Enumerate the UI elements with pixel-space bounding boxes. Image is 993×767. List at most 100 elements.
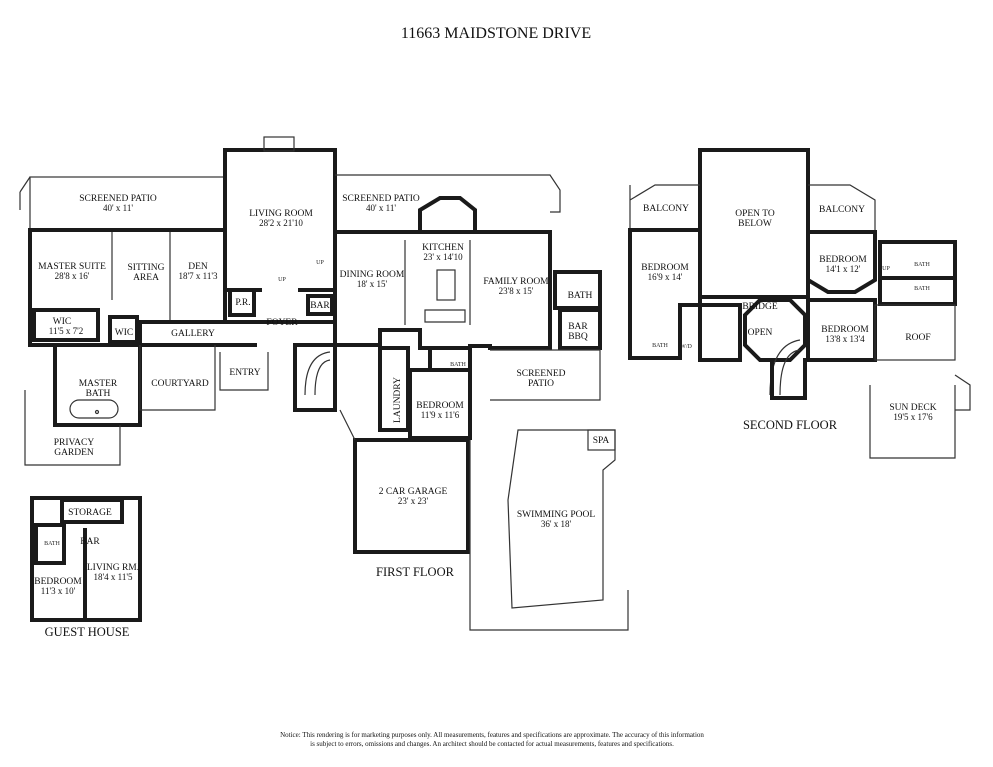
pool-deck-outline <box>469 440 629 631</box>
bedroom-2a-name: BEDROOM <box>641 263 689 273</box>
main-stair <box>293 343 337 412</box>
dining-room-dim: 18' x 15' <box>357 279 388 289</box>
kitchen-name: KITCHEN <box>422 243 464 253</box>
privacy-garden-name-2: GARDEN <box>54 448 94 458</box>
sun-deck-name: SUN DECK <box>889 403 936 413</box>
bath-first-right-walls <box>553 270 602 310</box>
entry-outline <box>219 352 269 391</box>
wic-small-walls <box>108 315 139 344</box>
stair-2-walls <box>770 358 807 400</box>
powder-room-walls <box>228 288 256 317</box>
pr-name: P.R. <box>235 298 250 308</box>
bath-2a-name: BATH <box>652 343 668 349</box>
screened-patio-left-name: SCREENED PATIO <box>79 194 157 204</box>
master-suite-walls <box>28 228 227 347</box>
screened-patio-left-dim: 40' x 11' <box>103 203 133 213</box>
wic-left-name: WIC <box>53 317 71 327</box>
kitchen-counter <box>424 309 466 323</box>
privacy-garden-name: PRIVACY <box>54 438 95 448</box>
family-room-name: FAMILY ROOM <box>483 277 549 287</box>
up-label-foyer: UP <box>278 277 286 283</box>
balcony-right-name: BALCONY <box>819 205 865 215</box>
living-room-dim: 28'2 x 21'10 <box>259 218 303 228</box>
privacy-garden-outline <box>24 390 121 466</box>
courtyard-outline <box>139 345 216 411</box>
bath-first-mid-name: BATH <box>450 362 466 368</box>
wd-label: W/D <box>680 344 692 350</box>
pool-name: SWIMMING POOL <box>517 510 596 520</box>
sun-deck-dim: 19'5 x 17'6 <box>893 412 933 422</box>
guest-house-plan <box>30 496 142 622</box>
bar-bbq-walls <box>558 308 602 350</box>
screened-patio-right-name: SCREENED <box>516 369 565 379</box>
bar-bbq-name-2: BBQ <box>568 332 588 342</box>
spa-name: SPA <box>593 436 610 446</box>
garage-name: 2 CAR GARAGE <box>379 487 448 497</box>
notice-line-2: is subject to errors, omissions and chan… <box>310 740 674 748</box>
screened-patio-right-name-2: PATIO <box>528 379 554 389</box>
den-name: DEN <box>188 262 208 272</box>
up-label-second: UP <box>882 266 890 272</box>
bath-2b-name: BATH <box>914 262 930 268</box>
storage-name: STORAGE <box>68 508 112 518</box>
screened-patio-mid-dim: 40' x 11' <box>366 203 396 213</box>
bedroom-2b-walls <box>806 230 877 294</box>
master-suite-dim: 28'8 x 16' <box>55 271 90 281</box>
bedroom-guest-dim: 11'3 x 10' <box>41 586 76 596</box>
wic-left-walls <box>32 308 100 342</box>
den-dim: 18'7 x 11'3 <box>179 271 218 281</box>
kitchen-dim: 23' x 14'10 <box>423 252 463 262</box>
bedroom-first-name: BEDROOM <box>416 401 464 411</box>
roof-name: ROOF <box>905 333 930 343</box>
kitchen-island <box>436 269 456 301</box>
wic-small-name: WIC <box>115 328 133 338</box>
foyer-name: FOYER <box>266 318 298 328</box>
baths-2bc-walls <box>878 240 957 306</box>
bath-first-right-name: BATH <box>568 291 593 301</box>
notice-line-1: Notice: This rendering is for marketing … <box>280 731 704 739</box>
master-bath-walls <box>53 343 142 427</box>
laundry-name: LAUNDRY <box>393 377 403 423</box>
balcony-left-name: BALCONY <box>643 204 689 214</box>
bedroom-2b-dim: 14'1 x 12' <box>826 264 861 274</box>
guest-house-label: GUEST HOUSE <box>45 625 130 639</box>
bar-first-walls <box>306 294 334 316</box>
open-stair-well <box>743 298 807 362</box>
wic-left-dim: 11'5 x 7'2 <box>49 326 83 336</box>
bath-2a-walls <box>698 303 742 362</box>
bedroom-first-dim: 11'9 x 11'6 <box>421 410 460 420</box>
living-guest-name: LIVING RM. <box>87 563 139 573</box>
bedroom-2c-name: BEDROOM <box>821 325 869 335</box>
sitting-area-name: SITTING <box>128 263 165 273</box>
living-room-name: LIVING ROOM <box>249 209 313 219</box>
bath-guest-name: BATH <box>44 541 60 547</box>
bedroom-2a-walls <box>628 228 702 360</box>
open-name: OPEN <box>748 328 773 338</box>
bath-2c-name: BATH <box>914 286 930 292</box>
bedroom-2b-name: BEDROOM <box>819 255 867 265</box>
screened-patio-right-outline <box>490 349 601 401</box>
entry-name: ENTRY <box>229 368 260 378</box>
first-floor-plan <box>19 136 629 631</box>
storage-walls <box>60 498 124 524</box>
plan-title: 11663 MAIDSTONE DRIVE <box>401 25 591 42</box>
courtyard-name: COURTYARD <box>151 379 209 389</box>
sitting-area-name-2: AREA <box>133 273 159 283</box>
garage-dim: 23' x 23' <box>398 496 429 506</box>
master-bath-name-2: BATH <box>86 389 111 399</box>
master-bath-name: MASTER <box>79 379 118 389</box>
pool-dim: 36' x 18' <box>541 519 572 529</box>
living-guest-dim: 18'4 x 11'5 <box>94 572 133 582</box>
master-suite-name: MASTER SUITE <box>38 262 106 272</box>
second-floor-plan <box>628 148 971 459</box>
second-floor-label: SECOND FLOOR <box>743 418 838 432</box>
bar-first-name: BAR <box>310 301 330 311</box>
bar-guest-name: BAR <box>80 537 100 547</box>
bedroom-2c-dim: 13'8 x 13'4 <box>825 334 865 344</box>
screened-patio-mid-outline <box>335 174 561 213</box>
bar-bbq-name: BAR <box>568 322 588 332</box>
open-below-name-2: BELOW <box>738 219 772 229</box>
master-tub <box>69 399 119 419</box>
bath-guest-walls <box>34 523 66 565</box>
